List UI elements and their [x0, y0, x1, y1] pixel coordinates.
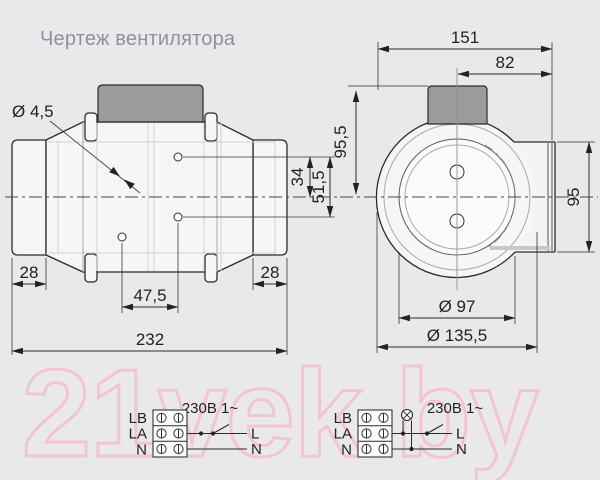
dim-box-top-to-axis-label: 95,5 — [331, 125, 350, 158]
dim-right-spigot-label: 28 — [261, 263, 280, 282]
side-view: Ø 4,5 28 28 47,5 — [5, 84, 338, 355]
dim-left-spigot-label: 28 — [20, 263, 39, 282]
page-title: Чертеж вентилятора — [40, 28, 236, 50]
switch-circuit — [392, 420, 452, 452]
neutral-wire-label: N — [456, 441, 467, 458]
terminal-label-la: LA — [334, 426, 352, 443]
terminal-label-la: LA — [129, 426, 147, 443]
wiring-diagram-basic: 230В 1~ LB LA N L N — [129, 400, 262, 458]
dim-total-length-label: 232 — [136, 330, 164, 349]
dim-outlet-height: 95 — [557, 141, 595, 253]
dim-holes-vertical-label: 51,5 — [309, 170, 328, 203]
watermark: 21vek.by — [21, 345, 541, 480]
hole-diameter-label: Ø 4,5 — [12, 102, 54, 121]
outlet-spigot-fill — [514, 142, 555, 252]
junction-box-front — [427, 85, 488, 125]
terminal-label-n: N — [341, 441, 352, 458]
dim-left-spigot: 28 — [11, 258, 47, 355]
dim-body-diameter: Ø 135,5 — [376, 212, 538, 353]
clamp-tabs — [84, 112, 218, 283]
dim-overall-width-label: 151 — [451, 28, 479, 47]
wiring-left-voltage-label: 230В 1~ — [182, 400, 239, 417]
dim-right-spigot: 28 — [252, 258, 288, 355]
dim-axis-to-edge: 82 — [457, 53, 553, 78]
terminal-screws — [361, 412, 389, 455]
dim-axis-to-edge-label: 82 — [496, 53, 515, 72]
dim-total-length: 232 — [11, 330, 288, 355]
junction-box-side — [97, 84, 204, 123]
neutral-wire-label: N — [251, 441, 262, 458]
wiring-right-voltage-label: 230В 1~ — [427, 400, 484, 417]
dim-holes-vertical: 51,5 — [309, 156, 334, 218]
dim-holes-horizontal: 47,5 — [121, 223, 179, 313]
dim-duct-diameter: Ø 97 — [398, 252, 516, 324]
hole-diameter-callout: Ø 4,5 — [12, 102, 141, 194]
wiring-diagram-with-light: 230В 1~ LB LA N — [334, 400, 484, 458]
dim-body-diameter-label: Ø 135,5 — [427, 326, 488, 345]
terminal-label-lb: LB — [334, 410, 352, 427]
dim-duct-diameter-label: Ø 97 — [439, 297, 476, 316]
transition-dashed-arc — [484, 144, 516, 250]
terminal-screws — [156, 412, 184, 455]
switch-circuit — [187, 423, 247, 450]
dim-box-top-to-axis: 95,5 — [331, 85, 428, 195]
dim-holes-horizontal-label: 47,5 — [133, 286, 166, 305]
dim-outlet-height-label: 95 — [564, 188, 583, 207]
terminal-label-n: N — [136, 441, 147, 458]
live-wire-label: L — [456, 426, 464, 443]
dim-overall-width: 151 — [377, 28, 553, 140]
dim-hole-above-axis: 34 — [288, 156, 314, 198]
dim-hole-above-axis-label: 34 — [288, 168, 307, 187]
terminal-label-lb: LB — [129, 410, 147, 427]
indicator-lamp-icon — [400, 408, 414, 422]
live-wire-label: L — [251, 426, 259, 443]
front-view: 151 82 95,5 95 Ø 97 — [331, 28, 598, 353]
